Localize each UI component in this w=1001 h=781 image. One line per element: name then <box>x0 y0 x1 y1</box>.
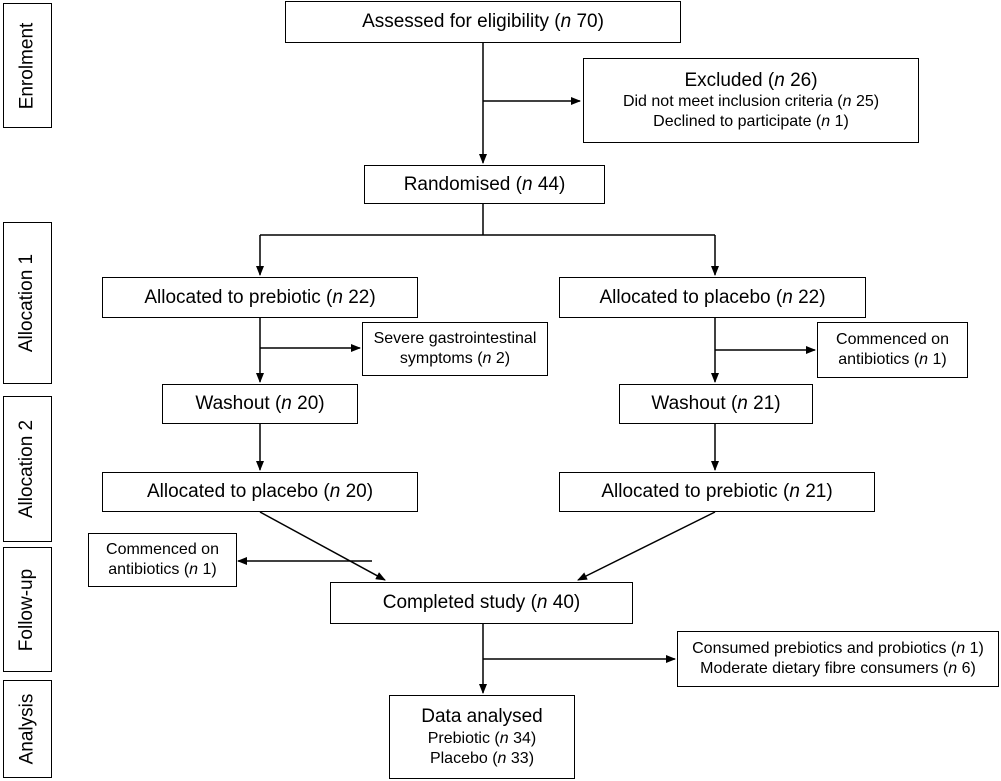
analysed-title: Data analysed <box>421 706 543 728</box>
stage-label: Allocation 1 <box>16 253 38 353</box>
allocated-prebiotic-2-box: Allocated to prebiotic (n 21) <box>559 472 875 512</box>
stage-label: Analysis <box>16 693 38 765</box>
allocated-placebo-1-box: Allocated to placebo (n 22) <box>559 277 866 318</box>
washout-right-box: Washout (n 21) <box>619 384 813 424</box>
arrow-prebiotic-2-to-completed <box>577 511 716 581</box>
stage-allocation-2: Allocation 2 <box>3 396 52 542</box>
assessed-box: Assessed for eligibility (n 70) <box>285 1 681 43</box>
arrow-placebo-2-to-completed <box>259 511 386 581</box>
completed-study-box: Completed study (n 40) <box>330 582 633 624</box>
antibiotics-left-box: Commenced on antibiotics (n 1) <box>88 533 237 587</box>
stage-allocation-1: Allocation 1 <box>3 222 52 384</box>
stage-label: Enrolment <box>16 22 38 109</box>
post-exclusions-box: Consumed prebiotics and probiotics (n 1)… <box>677 631 999 687</box>
data-analysed-box: Data analysed Prebiotic (n 34) Placebo (… <box>389 695 575 779</box>
stage-enrolment: Enrolment <box>3 3 52 128</box>
excluded-box: Excluded (n 26) Did not meet inclusion c… <box>583 58 919 143</box>
stage-analysis: Analysis <box>3 680 52 778</box>
stage-label: Follow-up <box>16 568 38 651</box>
antibiotics-right-box: Commenced on antibiotics (n 1) <box>817 322 968 378</box>
stage-follow-up: Follow-up <box>3 547 52 672</box>
washout-left-box: Washout (n 20) <box>162 384 358 424</box>
allocated-placebo-2-box: Allocated to placebo (n 20) <box>102 472 418 512</box>
gi-symptoms-box: Severe gastrointestinal symptoms (n 2) <box>362 322 548 376</box>
stage-label: Allocation 2 <box>16 419 38 519</box>
randomised-box: Randomised (n 44) <box>364 165 605 204</box>
allocated-prebiotic-1-box: Allocated to prebiotic (n 22) <box>102 277 418 318</box>
